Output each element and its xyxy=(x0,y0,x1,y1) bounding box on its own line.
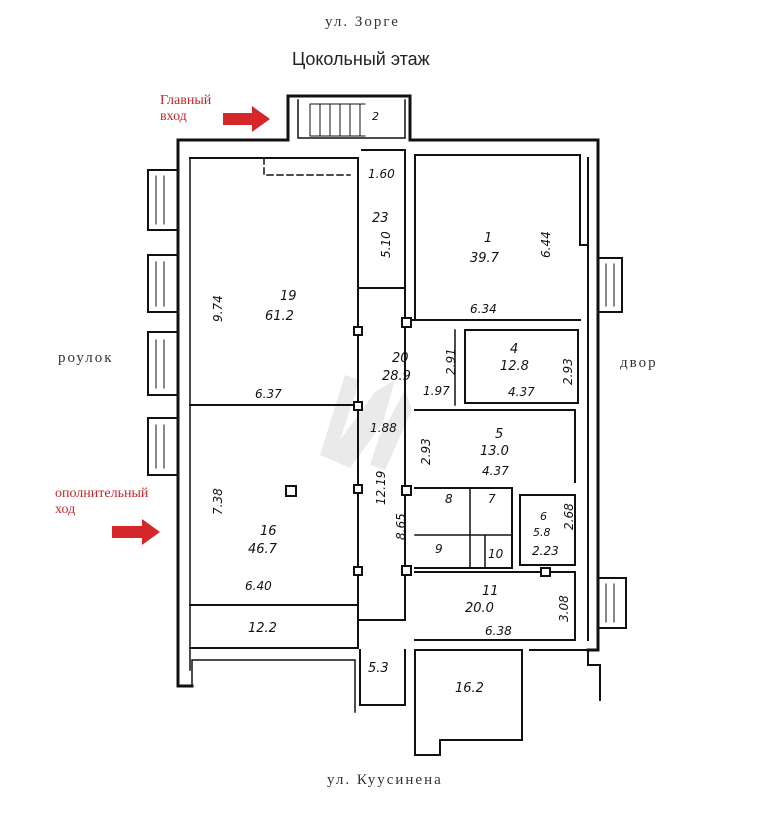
dim-2-23: 2.23 xyxy=(532,544,559,558)
street-left: роулок xyxy=(58,350,114,366)
dim-2-68: 2.68 xyxy=(562,503,576,530)
dim-6-44: 6.44 xyxy=(539,231,553,258)
room-20-area: 28.9 xyxy=(382,369,411,384)
extra-entrance-line2: ход xyxy=(55,502,76,517)
room-5-area: 13.0 xyxy=(480,444,509,459)
dim-2-93-b: 2.93 xyxy=(419,438,433,465)
extra-entrance-label: ополнительный ход xyxy=(55,486,148,518)
room-8-number: 8 xyxy=(445,492,453,506)
room-6-area: 5.8 xyxy=(533,526,551,539)
dim-1-88: 1.88 xyxy=(370,421,397,435)
room-19-number: 19 xyxy=(280,289,297,304)
room-20-number: 20 xyxy=(392,351,409,366)
main-entrance-line2: вход xyxy=(160,109,187,124)
room-4-number: 4 xyxy=(510,342,518,357)
room-19-area: 61.2 xyxy=(265,309,294,324)
room-11-number: 11 xyxy=(482,584,499,599)
room-16-number: 16 xyxy=(260,524,277,539)
area-16-2: 16.2 xyxy=(455,681,484,696)
extra-entrance-line1: ополнительный xyxy=(55,486,149,501)
street-top: ул. Зорге xyxy=(325,14,400,30)
walls xyxy=(147,94,627,756)
dim-6-38: 6.38 xyxy=(485,624,512,638)
room-6-number: 6 xyxy=(540,510,547,523)
dim-5-10: 5.10 xyxy=(379,231,393,258)
dim-4-37-a: 4.37 xyxy=(508,385,535,399)
area-12-2: 12.2 xyxy=(248,621,277,636)
room-4-area: 12.8 xyxy=(500,359,529,374)
dim-6-40: 6.40 xyxy=(245,579,272,593)
floor-title: Цокольный этаж xyxy=(292,49,430,69)
room-1-number: 1 xyxy=(484,231,492,246)
dim-6-34: 6.34 xyxy=(470,302,497,316)
room-11-area: 20.0 xyxy=(465,601,494,616)
dim-2-91: 2.91 xyxy=(444,348,458,375)
dim-7-38: 7.38 xyxy=(211,488,225,515)
room-9-number: 9 xyxy=(435,542,443,556)
street-bottom: ул. Куусинена xyxy=(327,772,443,788)
dimension-labels: 1.60 5.10 6.44 6.34 9.74 6.37 2.91 1.97 … xyxy=(211,167,576,638)
dim-9-74: 9.74 xyxy=(211,295,225,322)
main-entrance-line1: Главный xyxy=(160,93,212,108)
room-16-area: 46.7 xyxy=(248,542,278,557)
street-right: двор xyxy=(620,355,658,371)
main-entrance-arrow xyxy=(223,106,270,132)
room-1-area: 39.7 xyxy=(470,251,500,266)
room-5-number: 5 xyxy=(495,427,503,442)
area-5-3: 5.3 xyxy=(368,661,389,676)
room-labels: 1 39.7 2 4 12.8 5 13.0 6 5.8 7 8 9 10 11… xyxy=(248,110,551,696)
dim-1-60: 1.60 xyxy=(368,167,395,181)
room-7-number: 7 xyxy=(488,492,496,506)
dim-2-93-a: 2.93 xyxy=(561,358,575,385)
dim-3-08: 3.08 xyxy=(557,595,571,622)
main-entrance-label: Главный вход xyxy=(160,93,211,125)
dim-1-97: 1.97 xyxy=(423,384,450,398)
columns xyxy=(285,317,551,577)
dim-6-37: 6.37 xyxy=(255,387,282,401)
dim-12-19: 12.19 xyxy=(374,471,388,505)
room-2-number: 2 xyxy=(372,110,379,123)
extra-entrance-arrow xyxy=(112,519,160,545)
room-10-number: 10 xyxy=(488,547,504,561)
watermark xyxy=(320,375,412,470)
dim-4-37-b: 4.37 xyxy=(482,464,509,478)
room-23-number: 23 xyxy=(372,211,389,226)
dim-8-65: 8.65 xyxy=(394,513,408,540)
